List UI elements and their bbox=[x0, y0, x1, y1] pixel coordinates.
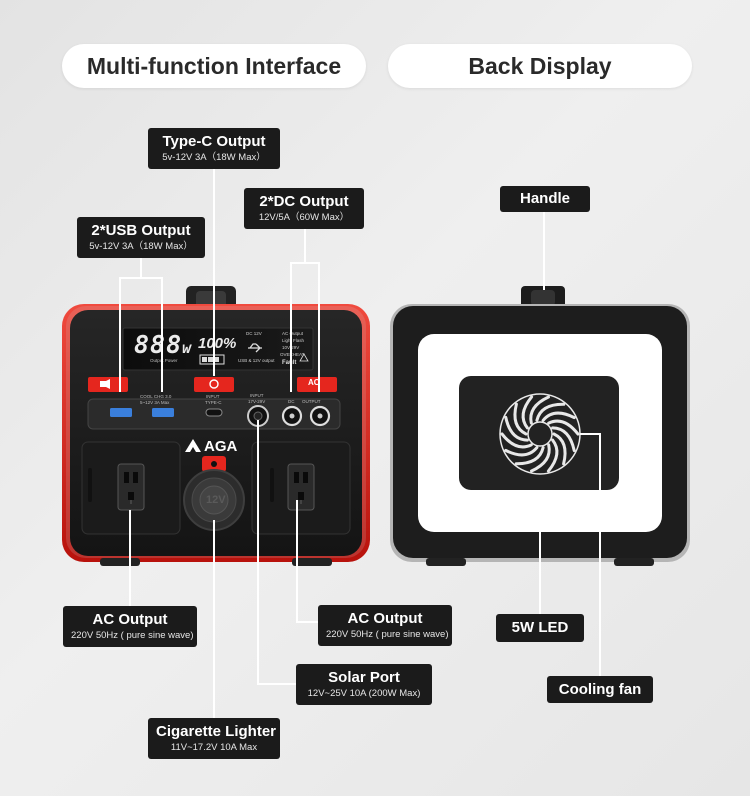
fan-blade bbox=[521, 395, 534, 430]
lcd-light: Light Flash bbox=[282, 338, 305, 343]
usb-text-1: COOL CHG 3.0 bbox=[140, 394, 172, 399]
label-cigarette-lighter: Cigarette Lighter 11V~17.2V 10A Max bbox=[148, 718, 280, 759]
label-ac-output-left: AC Output 220V 50Hz ( pure sine wave) bbox=[63, 606, 197, 647]
output-text: OUTPUT bbox=[302, 399, 321, 404]
label-handle: Handle bbox=[500, 186, 590, 212]
label-usb-output: 2*USB Output 5v-12V 3A（18W Max） bbox=[77, 217, 205, 258]
solar-text-1: INPUT bbox=[250, 393, 264, 398]
lcd-overheat: OVERHEAT bbox=[280, 352, 305, 357]
fan-blade bbox=[552, 432, 567, 466]
label-type-c-output: Type-C Output 5v-12V 3A（18W Max） bbox=[148, 128, 280, 169]
fan-blade bbox=[546, 438, 559, 473]
fan-blade bbox=[551, 426, 576, 453]
label-ac-output-right: AC Output 220V 50Hz ( pure sine wave) bbox=[318, 605, 452, 646]
ac-button-label: AC bbox=[308, 378, 320, 387]
lcd-watts: 888w bbox=[134, 330, 193, 359]
fan-blade bbox=[500, 432, 533, 449]
brand-logo: AGA bbox=[204, 438, 238, 455]
solar-text-2: 17V-29V bbox=[248, 399, 266, 404]
typec-text-1: INPUT bbox=[206, 394, 220, 399]
fan-blade bbox=[541, 411, 576, 422]
lcd-fault: Fault bbox=[282, 360, 297, 366]
cigarette-socket-text: 12V bbox=[206, 494, 226, 506]
fan-blade bbox=[530, 443, 551, 473]
heading-multi-function-interface: Multi-function Interface bbox=[62, 44, 366, 88]
lcd-dc: DC 12V bbox=[246, 331, 262, 336]
fan-blade bbox=[504, 415, 529, 442]
fan-blade bbox=[504, 446, 539, 457]
label-solar-port: Solar Port 12V~25V 10A (200W Max) bbox=[296, 664, 432, 705]
typec-text-2: TYPE-C bbox=[205, 400, 222, 405]
lcd-usb: USB & 12V output bbox=[238, 358, 275, 363]
lcd-in: 10V-29V bbox=[282, 345, 300, 350]
lcd-percent: 100% bbox=[198, 335, 237, 352]
fan-blade bbox=[513, 402, 528, 436]
fan-blade bbox=[529, 395, 550, 425]
lcd-output-power: Output Power bbox=[150, 358, 178, 363]
usb-text-2: 5~12V 3A Max bbox=[140, 400, 170, 405]
fan-blade bbox=[547, 419, 580, 436]
label-5w-led: 5W LED bbox=[496, 614, 584, 642]
lcd-ac: AC Output bbox=[282, 331, 304, 336]
heading-back-display: Back Display bbox=[388, 44, 692, 88]
label-cooling-fan: Cooling fan bbox=[547, 676, 653, 703]
power-station-back bbox=[388, 282, 692, 572]
dc-text: DC bbox=[288, 399, 295, 404]
label-dc-output: 2*DC Output 12V/5A（60W Max） bbox=[244, 188, 364, 229]
power-station-front bbox=[60, 282, 372, 572]
fan-blade bbox=[514, 446, 545, 466]
fan-blade bbox=[535, 402, 566, 422]
